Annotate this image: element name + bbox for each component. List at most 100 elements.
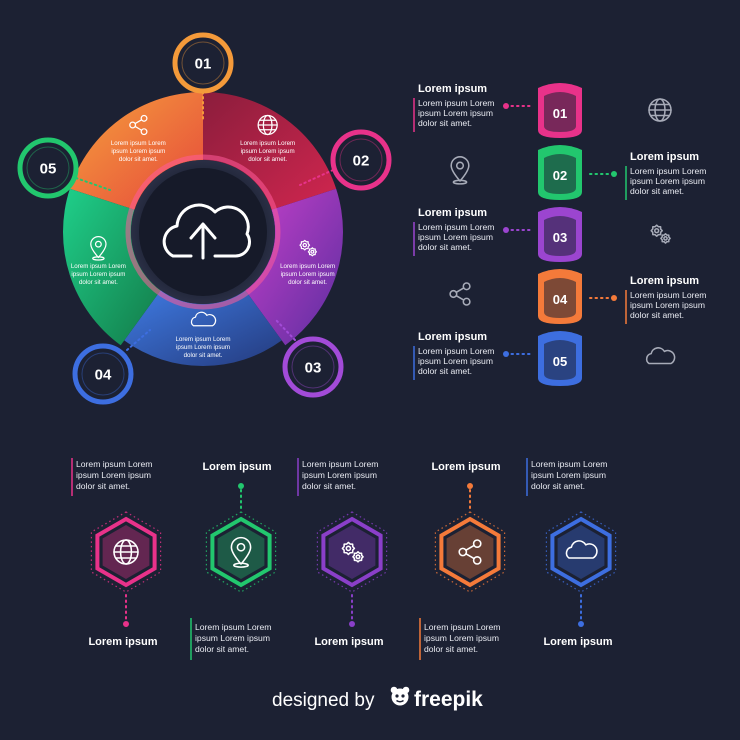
timeline-body-line: ipsum Lorem ipsum bbox=[76, 470, 151, 480]
gears-icon bbox=[299, 239, 317, 257]
circular-diagram: Lorem ipsum Lorem ipsum Lorem ipsum dolo… bbox=[17, 32, 392, 405]
badge-connector bbox=[299, 169, 334, 186]
segment-text: Lorem ipsum Lorem bbox=[71, 263, 126, 270]
circle-segment: Lorem ipsum Lorem ipsum Lorem ipsum dolo… bbox=[245, 188, 343, 346]
footer-credit: designed by freepik bbox=[272, 686, 483, 711]
share-icon bbox=[449, 282, 471, 306]
number-badge: 04 bbox=[72, 343, 134, 405]
shield-inner bbox=[544, 278, 576, 318]
shield-number: 05 bbox=[553, 354, 567, 369]
circle-segment: Lorem ipsum Lorem ipsum Lorem ipsum dolo… bbox=[69, 92, 204, 210]
segment-text: ipsum Lorem ipsum bbox=[176, 344, 230, 351]
inner-ring bbox=[125, 154, 281, 310]
segment-text: Lorem ipsum Lorem bbox=[280, 263, 335, 270]
timeline-body-line: dolor sit amet. bbox=[424, 644, 478, 654]
number-badge: 01 bbox=[172, 32, 234, 94]
shield-body-line: Lorem ipsum Lorem bbox=[418, 98, 494, 108]
timeline-body-line: ipsum Lorem ipsum bbox=[302, 470, 377, 480]
share-icon bbox=[458, 539, 482, 565]
segment-text: dolor sit amet. bbox=[288, 279, 327, 286]
connector-dot bbox=[611, 295, 617, 301]
shield-number: 02 bbox=[553, 168, 567, 183]
segment-text: ipsum Lorem ipsum bbox=[111, 148, 165, 155]
cloud-upload-icon bbox=[162, 203, 251, 260]
segment-text: dolor sit amet. bbox=[184, 352, 223, 359]
timeline-hexagon bbox=[316, 511, 388, 593]
connector-dot bbox=[503, 227, 509, 233]
shield-title: Lorem ipsum bbox=[418, 331, 487, 343]
timeline-hexagon bbox=[90, 511, 162, 593]
location-pin-icon bbox=[230, 536, 252, 568]
circle-segment: Lorem ipsum Lorem ipsum Lorem ipsum dolo… bbox=[203, 92, 337, 210]
shield-title: Lorem ipsum bbox=[418, 207, 487, 219]
segment-text: Lorem ipsum Lorem bbox=[111, 140, 166, 147]
shield-body-line: dolor sit amet. bbox=[418, 242, 472, 252]
shield-title: Lorem ipsum bbox=[630, 151, 699, 163]
connector-dot bbox=[349, 621, 355, 627]
globe-icon bbox=[257, 114, 278, 136]
timeline-body-line: Lorem ipsum Lorem bbox=[424, 622, 500, 632]
shield-number: 03 bbox=[553, 230, 567, 245]
timeline-hexagon bbox=[434, 511, 506, 593]
timeline-body-line: ipsum Lorem ipsum bbox=[195, 633, 270, 643]
timeline-body-line: Lorem ipsum Lorem bbox=[531, 459, 607, 469]
cloud-icon bbox=[190, 311, 217, 327]
timeline-hexagon bbox=[545, 511, 617, 593]
connector-dot bbox=[578, 621, 584, 627]
shield-body-line: dolor sit amet. bbox=[630, 310, 684, 320]
segment-text: dolor sit amet. bbox=[119, 156, 158, 163]
timeline-body-line: dolor sit amet. bbox=[195, 644, 249, 654]
shield-body-line: Lorem ipsum Lorem bbox=[418, 346, 494, 356]
shield-inner bbox=[544, 92, 576, 132]
cloud-icon bbox=[565, 540, 598, 559]
location-pin-icon bbox=[450, 156, 470, 185]
shield-number: 04 bbox=[553, 292, 568, 307]
timeline-body-line: dolor sit amet. bbox=[302, 481, 356, 491]
shield-inner bbox=[544, 216, 576, 256]
shield-body-line: ipsum Lorem ipsum bbox=[418, 108, 493, 118]
number-badge: 02 bbox=[330, 129, 392, 191]
timeline-body-line: ipsum Lorem ipsum bbox=[424, 633, 499, 643]
badge-number: 05 bbox=[40, 161, 57, 178]
timeline-title: Lorem ipsum bbox=[543, 636, 612, 648]
footer-brand: freepik bbox=[414, 688, 483, 711]
badge-connector bbox=[275, 319, 296, 341]
segment-text: Lorem ipsum Lorem bbox=[240, 140, 295, 147]
timeline-hexagon bbox=[205, 511, 277, 593]
timeline-title: Lorem ipsum bbox=[431, 461, 500, 473]
circle-segment: Lorem ipsum Lorem ipsum Lorem ipsum dolo… bbox=[63, 188, 161, 346]
shield-body-line: ipsum Lorem ipsum bbox=[630, 300, 705, 310]
badge-number: 01 bbox=[195, 56, 212, 73]
globe-icon bbox=[113, 539, 139, 565]
shield-body-line: ipsum Lorem ipsum bbox=[418, 232, 493, 242]
connector-dot bbox=[503, 351, 509, 357]
shield-body-line: dolor sit amet. bbox=[418, 118, 472, 128]
connector-dot bbox=[611, 171, 617, 177]
timeline-body-line: Lorem ipsum Lorem bbox=[302, 459, 378, 469]
shield-title: Lorem ipsum bbox=[418, 83, 487, 95]
segment-text: dolor sit amet. bbox=[248, 156, 287, 163]
segment-text: Lorem ipsum Lorem bbox=[175, 336, 230, 343]
connector-dot bbox=[503, 103, 509, 109]
shield-item: 03 bbox=[538, 207, 582, 262]
circle-segment: Lorem ipsum Lorem ipsum Lorem ipsum dolo… bbox=[124, 290, 282, 366]
shield-body-line: ipsum Lorem ipsum bbox=[630, 176, 705, 186]
location-pin-icon bbox=[90, 236, 107, 261]
shield-item: 05 bbox=[538, 331, 582, 386]
shield-title: Lorem ipsum bbox=[630, 275, 699, 287]
freepik-logo-icon bbox=[390, 686, 410, 706]
timeline-body-line: dolor sit amet. bbox=[76, 481, 130, 491]
